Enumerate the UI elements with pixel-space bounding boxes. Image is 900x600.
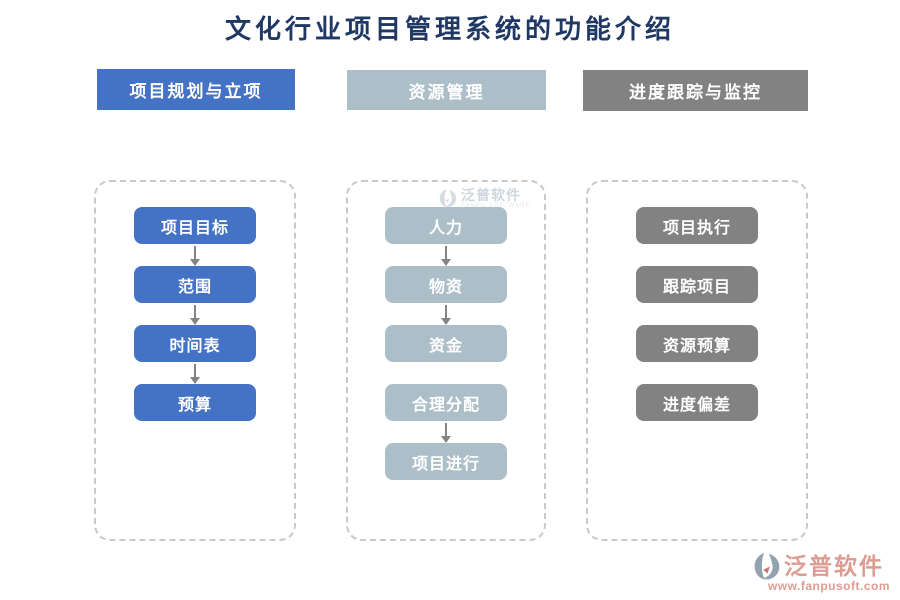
column-header-planning: 项目规划与立项 xyxy=(97,69,295,110)
flow-box-resources-4: 项目进行 xyxy=(385,443,507,480)
panel-resources: 人力物资资金合理分配项目进行 xyxy=(346,180,546,541)
flow-slot: 人力 xyxy=(385,207,507,266)
flow-slot: 时间表 xyxy=(134,325,256,384)
footer-brand-text: 泛普软件 xyxy=(783,553,884,579)
flow-box-resources-0: 人力 xyxy=(385,207,507,244)
flow-box-tracking-0: 项目执行 xyxy=(636,207,758,244)
flow-box-planning-2: 时间表 xyxy=(134,325,256,362)
flow-box-planning-1: 范围 xyxy=(134,266,256,303)
footer-url-text: www.fanpusoft.com xyxy=(767,579,890,593)
flow-slot: 跟踪项目 xyxy=(636,266,758,325)
arrow-down-icon xyxy=(440,421,452,443)
flow-slot: 合理分配 xyxy=(385,384,507,443)
flow-slot: 预算 xyxy=(134,384,256,443)
flow-slot: 项目进行 xyxy=(385,443,507,502)
flow-box-resources-2: 资金 xyxy=(385,325,507,362)
arrow-down-icon xyxy=(189,244,201,266)
flow-slot: 项目目标 xyxy=(134,207,256,266)
flow-box-planning-3: 预算 xyxy=(134,384,256,421)
flow-slot: 资金 xyxy=(385,325,507,384)
arrow-down-icon xyxy=(189,362,201,384)
fanpu-logo-icon xyxy=(754,552,780,580)
flow-box-resources-1: 物资 xyxy=(385,266,507,303)
flow-box-tracking-1: 跟踪项目 xyxy=(636,266,758,303)
panel-planning: 项目目标范围时间表预算 xyxy=(94,180,296,541)
flow-slot: 物资 xyxy=(385,266,507,325)
arrow-down-icon xyxy=(440,303,452,325)
footer-logo: 泛普软件 www.fanpusoft.com xyxy=(752,551,890,593)
arrow-down-icon xyxy=(440,244,452,266)
flow-slot: 资源预算 xyxy=(636,325,758,384)
flow-slot: 项目执行 xyxy=(636,207,758,266)
flow-box-resources-3: 合理分配 xyxy=(385,384,507,421)
flow-box-tracking-3: 进度偏差 xyxy=(636,384,758,421)
arrow-down-icon xyxy=(189,303,201,325)
flow-box-tracking-2: 资源预算 xyxy=(636,325,758,362)
column-header-resources: 资源管理 xyxy=(347,70,546,110)
page-title: 文化行业项目管理系统的功能介绍 xyxy=(224,15,675,44)
column-header-tracking: 进度跟踪与监控 xyxy=(583,70,808,111)
panel-tracking: 项目执行跟踪项目资源预算进度偏差 xyxy=(586,180,808,541)
flow-slot: 范围 xyxy=(134,266,256,325)
flow-box-planning-0: 项目目标 xyxy=(134,207,256,244)
flow-slot: 进度偏差 xyxy=(636,384,758,443)
